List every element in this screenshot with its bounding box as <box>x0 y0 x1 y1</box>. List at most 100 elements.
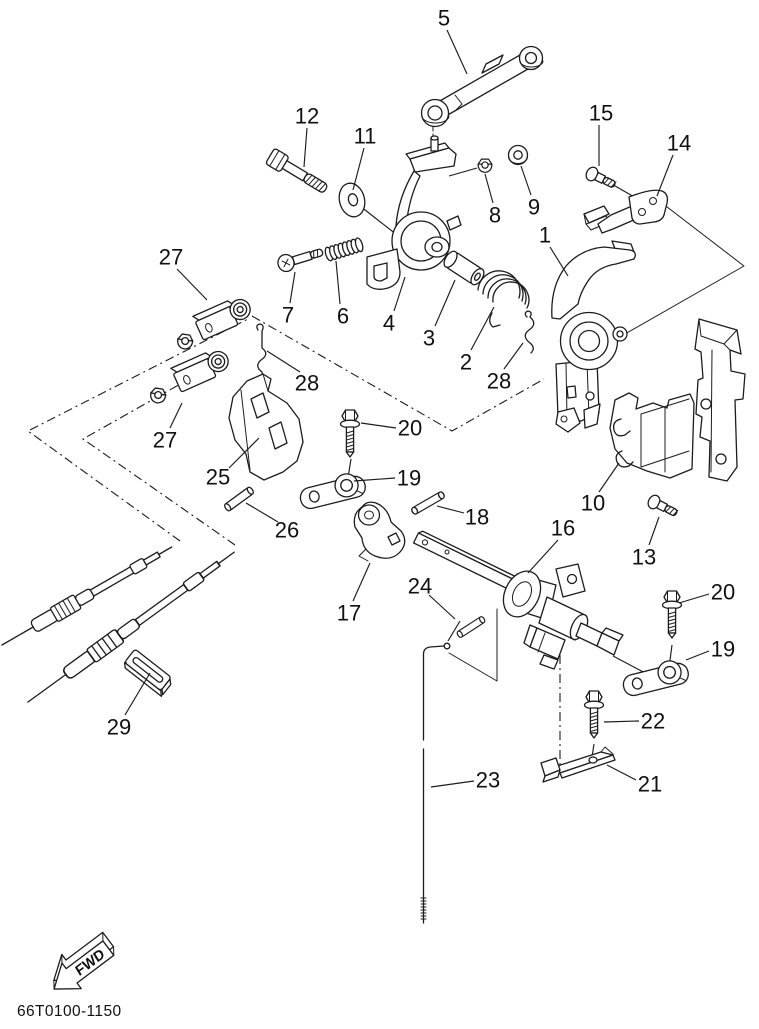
part-5-throttle-link-rod <box>420 45 544 128</box>
cable-line-a <box>26 317 251 542</box>
callout-28-label-15: 28 <box>295 371 319 396</box>
callout-27-label-8: 27 <box>159 245 183 270</box>
callout-10-label-23: 10 <box>581 491 605 516</box>
callout-16-leader-22 <box>527 539 559 574</box>
callout-3-label-12: 3 <box>423 326 435 351</box>
callout-14-leader-4 <box>656 154 674 197</box>
callout-24-label-25: 24 <box>408 574 432 599</box>
callout-6-leader-10 <box>335 260 341 305</box>
part-27-joint-lower <box>170 344 234 393</box>
callout-9-label-6: 9 <box>528 195 540 220</box>
part-21-plate <box>540 746 616 783</box>
link-pin24-wire23 <box>447 620 461 642</box>
callout-17-leader-26 <box>352 562 371 602</box>
callout-5-label-0: 5 <box>438 6 450 31</box>
part-22-bolt <box>583 690 605 739</box>
link-nut8-cam <box>448 167 478 177</box>
part-12-bolt <box>265 148 328 193</box>
part-13-screw <box>645 492 681 521</box>
callout-21-leader-30 <box>606 764 637 781</box>
assembly-line-center <box>251 315 545 432</box>
callout-9-leader-6 <box>520 165 532 196</box>
part-14-bracket <box>583 189 669 234</box>
part-1-throttle-lever <box>551 240 636 433</box>
callout-4-label-11: 4 <box>383 311 395 336</box>
callout-8-leader-5 <box>484 173 494 204</box>
callout-6-label-10: 6 <box>337 304 349 329</box>
part-28-clip-right <box>524 310 535 354</box>
cable-line-b <box>81 360 236 546</box>
part-20-bolt-right <box>661 590 683 639</box>
callout-16-label-22: 16 <box>551 516 575 541</box>
part-25-bracket <box>228 373 304 481</box>
part-11-washer <box>338 182 366 218</box>
callout-2-leader-13 <box>470 306 495 351</box>
part-2-spring <box>477 270 530 328</box>
part-cable-upper <box>0 539 177 653</box>
callout-22-label-29: 22 <box>641 709 665 734</box>
callout-12-label-1: 12 <box>295 104 319 129</box>
callout-19-label-28: 19 <box>711 637 735 662</box>
callout-25-label-16: 25 <box>206 465 230 490</box>
callout-17-label-26: 17 <box>337 601 361 626</box>
part-24-pin <box>455 615 487 639</box>
callout-29-leader-32 <box>124 672 151 716</box>
part-27-nut-lower <box>148 386 168 405</box>
part-29-retainer <box>123 649 172 697</box>
fwd-arrow: FWD <box>53 931 115 990</box>
part-28-clip-left <box>256 323 267 381</box>
callout-29-label-32: 29 <box>107 715 131 740</box>
callout-27-leader-8 <box>176 268 208 301</box>
assembly-line-right-v <box>624 199 745 335</box>
part-15-screw <box>583 164 619 192</box>
callout-14-label-4: 14 <box>667 131 691 156</box>
callout-28-leader-14 <box>503 342 524 370</box>
callout-26-leader-18 <box>245 502 279 523</box>
part-23-throttle-wire <box>420 642 451 924</box>
callout-11-leader-2 <box>352 147 365 191</box>
bracket-line-24 <box>448 608 498 682</box>
callout-19-leader-20 <box>353 477 396 482</box>
drawing-code: 66T0100-1150 <box>17 1003 121 1020</box>
part-17-cam-follower <box>353 501 406 562</box>
callout-28-label-14: 28 <box>487 369 511 394</box>
callout-27-label-17: 27 <box>153 428 177 453</box>
callout-20-leader-19 <box>360 422 397 429</box>
part-19-clamp-left <box>296 469 369 512</box>
part-6-spring <box>324 237 364 262</box>
part-9-bushing <box>507 144 529 166</box>
part-26-pin <box>222 485 256 513</box>
callout-5-leader-0 <box>446 29 468 75</box>
callout-25-leader-16 <box>228 437 260 469</box>
part-4-throttle-cam <box>366 135 462 290</box>
callout-26-label-18: 26 <box>275 518 299 543</box>
callout-7-leader-9 <box>289 271 296 304</box>
callout-1-leader-7 <box>549 246 569 277</box>
part-mounting-plate <box>694 318 746 482</box>
callout-19-leader-28 <box>685 650 710 661</box>
callout-4-leader-11 <box>393 276 406 312</box>
part-20-bolt-left <box>339 409 361 458</box>
callout-24-leader-25 <box>428 594 456 620</box>
part-18-pin <box>409 490 447 516</box>
callout-20-label-27: 20 <box>711 580 735 605</box>
part-10-bracket <box>609 392 695 479</box>
part-7-screw <box>277 248 324 273</box>
callout-13-leader-24 <box>648 516 660 546</box>
callout-12-leader-1 <box>303 127 308 168</box>
callout-1-label-7: 1 <box>539 223 551 248</box>
callout-8-label-5: 8 <box>489 203 501 228</box>
callout-20-leader-27 <box>678 593 710 604</box>
callout-18-leader-21 <box>436 505 465 514</box>
callout-22-leader-29 <box>603 720 640 723</box>
part-8-nut <box>477 158 493 174</box>
callout-13-label-24: 13 <box>632 545 656 570</box>
callout-23-leader-31 <box>430 780 475 788</box>
callout-7-label-9: 7 <box>282 303 294 328</box>
callout-3-leader-12 <box>434 279 456 327</box>
part-3-collar <box>443 250 485 286</box>
callout-28-leader-15 <box>266 350 301 373</box>
part-16-rod-assembly <box>412 530 624 670</box>
callout-2-label-13: 2 <box>460 350 472 375</box>
